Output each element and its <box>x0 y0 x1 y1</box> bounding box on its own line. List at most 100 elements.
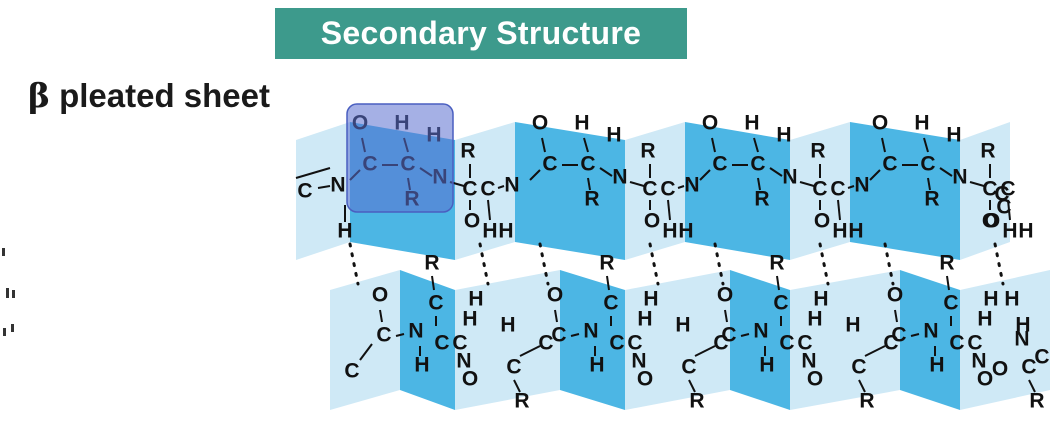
bond <box>295 167 331 179</box>
atom-c: C <box>580 153 595 176</box>
atom-c: C <box>538 332 553 355</box>
atom-r: R <box>939 252 954 275</box>
atom-c: C <box>996 196 1011 219</box>
highlighted-peptide-unit <box>346 103 454 213</box>
edge-mark <box>11 324 14 332</box>
atom-h: H <box>1002 220 1017 243</box>
atom-c: C <box>721 324 736 347</box>
peptide-planes <box>296 122 1050 410</box>
atom-c: C <box>994 183 1009 206</box>
atom-c: C <box>949 332 964 355</box>
atom-o: O <box>702 112 718 135</box>
atom-c: C <box>480 178 495 201</box>
bond <box>776 275 780 291</box>
hydrogen-bond <box>818 242 830 286</box>
atom-c: C <box>830 178 845 201</box>
peptide-plane <box>455 122 515 260</box>
edge-mark <box>6 288 9 298</box>
beta-sheet-label: β pleated sheet <box>28 76 270 115</box>
bond <box>677 185 685 189</box>
atom-h: H <box>946 124 961 147</box>
bond <box>513 379 521 393</box>
bond <box>694 345 716 357</box>
peptide-plane <box>560 270 625 410</box>
bond <box>529 169 541 181</box>
atom-n: N <box>923 320 938 343</box>
atom-r: R <box>640 140 655 163</box>
beta-symbol: β <box>28 76 50 115</box>
atom-h: H <box>643 288 658 311</box>
atom-c: C <box>344 360 359 383</box>
atom-h: H <box>845 314 860 337</box>
atom-c: C <box>1034 346 1049 369</box>
bond <box>799 181 815 187</box>
edge-mark <box>2 248 5 256</box>
atom-n: N <box>612 166 627 189</box>
bond <box>769 167 783 177</box>
edge-mark <box>12 290 15 298</box>
atom-n: N <box>456 350 471 373</box>
bond <box>894 309 898 323</box>
bond <box>379 309 383 323</box>
bond <box>487 199 491 221</box>
atom-c: C <box>681 356 696 379</box>
atom-o: O <box>887 284 903 307</box>
atom-c: C <box>967 332 982 355</box>
bond <box>667 199 671 221</box>
atom-h: H <box>744 112 759 135</box>
atom-o: O <box>984 210 1000 233</box>
atom-n: N <box>801 350 816 373</box>
atom-r: R <box>599 252 614 275</box>
peptide-plane <box>296 122 350 260</box>
atom-r: R <box>859 390 874 413</box>
bond <box>554 309 558 323</box>
bond <box>881 137 886 153</box>
peptide-plane <box>960 270 1050 410</box>
atom-h: H <box>776 124 791 147</box>
atom-n: N <box>952 166 967 189</box>
atom-c: C <box>1000 178 1015 201</box>
edge-marks <box>0 240 20 340</box>
hydrogen-bond <box>478 242 490 286</box>
atom-h: H <box>606 124 621 147</box>
bond <box>317 185 331 189</box>
atom-o: O <box>532 112 548 135</box>
atom-c: C <box>660 178 675 201</box>
banner-title: Secondary Structure <box>320 15 642 51</box>
atom-h: H <box>675 314 690 337</box>
bond <box>688 379 696 393</box>
atom-r: R <box>514 390 529 413</box>
atom-h: H <box>337 220 352 243</box>
atom-c: C <box>506 356 521 379</box>
atom-h: H <box>662 220 677 243</box>
atom-c: C <box>551 324 566 347</box>
atom-o: O <box>464 210 480 233</box>
atom-h: H <box>977 308 992 331</box>
atom-h: H <box>807 308 822 331</box>
atom-r: R <box>924 188 939 211</box>
peptide-plane <box>790 270 900 410</box>
atom-o: O <box>372 284 388 307</box>
atom-r: R <box>689 390 704 413</box>
atom-r: R <box>754 188 769 211</box>
bond <box>847 185 855 189</box>
atom-h: H <box>637 308 652 331</box>
peptide-plane <box>730 270 790 410</box>
atom-h: H <box>498 220 513 243</box>
atom-c: C <box>452 332 467 355</box>
bond <box>606 275 610 291</box>
bond <box>583 137 589 153</box>
atom-c: C <box>773 292 788 315</box>
peptide-plane <box>330 270 400 410</box>
atom-h: H <box>848 220 863 243</box>
hydrogen-bond <box>993 242 1005 286</box>
atom-c: C <box>797 332 812 355</box>
atom-n: N <box>1014 328 1029 351</box>
hydrogen-bond <box>713 242 725 286</box>
bond <box>711 137 716 153</box>
atom-n: N <box>684 174 699 197</box>
bond <box>753 137 759 153</box>
bond <box>969 181 985 187</box>
beta-sheet-text: pleated sheet <box>59 77 271 114</box>
